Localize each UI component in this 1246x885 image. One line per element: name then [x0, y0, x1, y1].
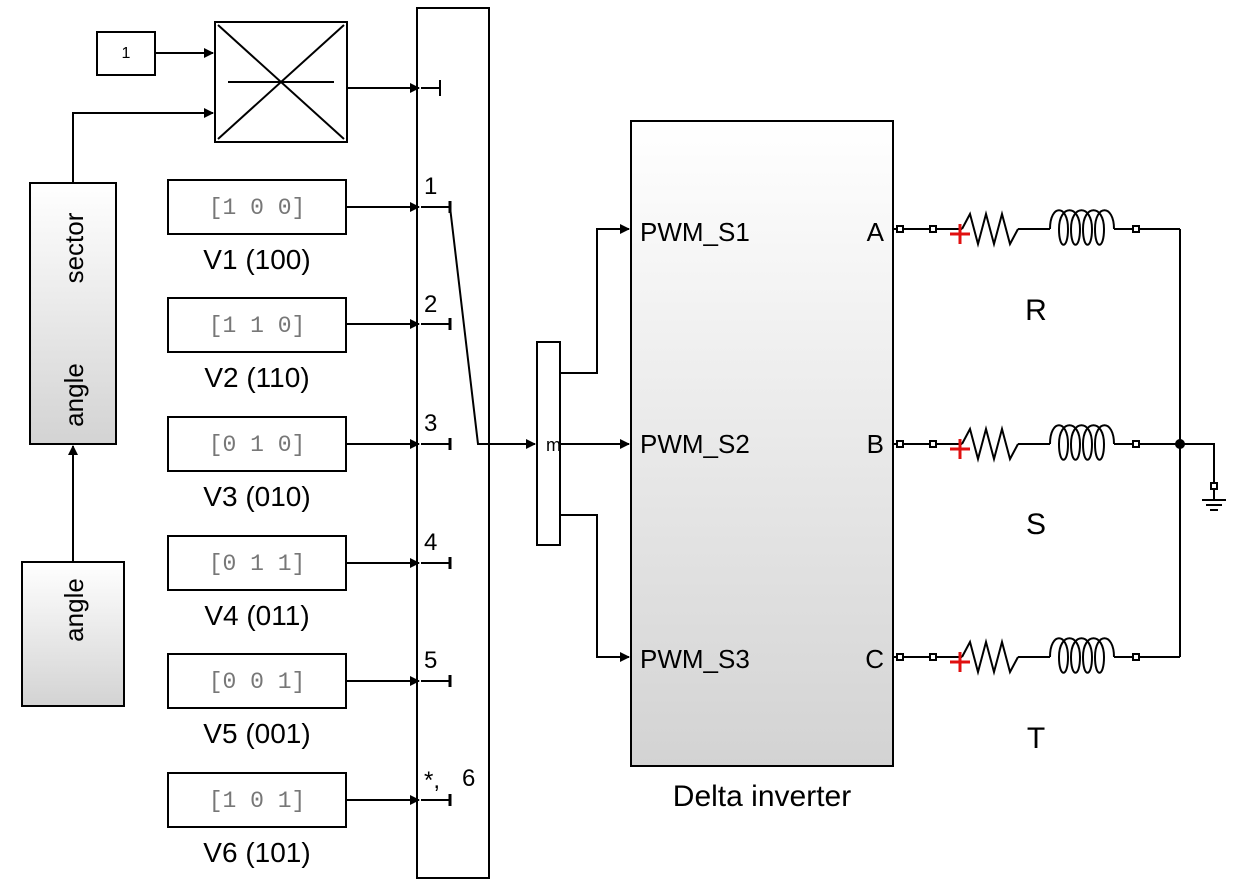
switch-port-4: 4 — [424, 529, 437, 556]
switch-port-3: 3 — [424, 410, 437, 437]
load-label-r: R — [1025, 294, 1047, 327]
sector-block[interactable]: sector angle — [29, 182, 117, 445]
constant-value: 1 — [122, 45, 131, 62]
vector-label-1: V1 (100) — [203, 244, 310, 275]
vector-display-4: [0 1 1] — [209, 551, 306, 577]
vector-block-3[interactable]: [0 1 0] — [167, 416, 347, 472]
vector-block-1[interactable]: [1 0 0] — [167, 179, 347, 235]
angle-source-label: angle — [59, 578, 89, 642]
vector-display-5: [0 0 1] — [209, 669, 306, 695]
angle-source-block[interactable]: angle — [21, 561, 125, 707]
switch-port-5: 5 — [424, 647, 437, 674]
inverter-input-1: PWM_S1 — [640, 217, 750, 247]
load-branch-r[interactable] — [893, 209, 1180, 248]
load-branch-s[interactable] — [893, 424, 1180, 463]
vector-display-1: [1 0 0] — [209, 195, 306, 221]
switch-port-6: 6 — [462, 765, 475, 792]
load-branch-t[interactable] — [893, 637, 1180, 676]
inverter-input-2: PWM_S2 — [640, 429, 750, 459]
inverter-input-3: PWM_S3 — [640, 644, 750, 674]
vector-label-3: V3 (010) — [203, 481, 310, 512]
inverter-output-c: C — [865, 644, 884, 674]
sector-input-label: angle — [59, 363, 89, 427]
inverter-output-b: B — [867, 429, 884, 459]
sector-output-label: sector — [59, 212, 89, 283]
vector-label-4: V4 (011) — [204, 600, 309, 631]
vector-block-4[interactable]: [0 1 1] — [167, 535, 347, 591]
delta-inverter-block[interactable]: PWM_S1 PWM_S2 PWM_S3 A B C — [630, 120, 894, 767]
vector-block-5[interactable]: [0 0 1] — [167, 653, 347, 709]
vector-label-2: V2 (110) — [204, 362, 309, 393]
inverter-name: Delta inverter — [673, 780, 851, 813]
vector-label-5: V5 (001) — [203, 718, 310, 749]
vector-display-3: [0 1 0] — [209, 432, 306, 458]
vector-display-6: [1 0 1] — [209, 788, 306, 814]
demux-label: m — [546, 435, 561, 455]
vector-display-2: [1 1 0] — [209, 313, 306, 339]
vector-block-6[interactable]: [1 0 1] — [167, 772, 347, 828]
switch-port-1: 1 — [424, 173, 437, 200]
load-label-t: T — [1027, 722, 1045, 755]
multiport-switch-block[interactable]: 1 2 3 4 5 *, 6 — [416, 7, 490, 879]
constant-block[interactable]: 1 — [96, 31, 156, 76]
signal-wires — [68, 48, 630, 805]
product-block[interactable] — [214, 21, 348, 143]
vector-label-6: V6 (101) — [203, 837, 310, 868]
switch-port-2: 2 — [424, 291, 437, 318]
demux-block[interactable]: m — [536, 341, 561, 546]
ground-icon[interactable] — [1202, 482, 1226, 511]
switch-default-marker: *, — [424, 767, 440, 794]
inverter-output-a: A — [867, 217, 885, 247]
vector-block-2[interactable]: [1 1 0] — [167, 297, 347, 353]
neutral-bus — [1175, 229, 1215, 657]
load-label-s: S — [1026, 508, 1046, 541]
